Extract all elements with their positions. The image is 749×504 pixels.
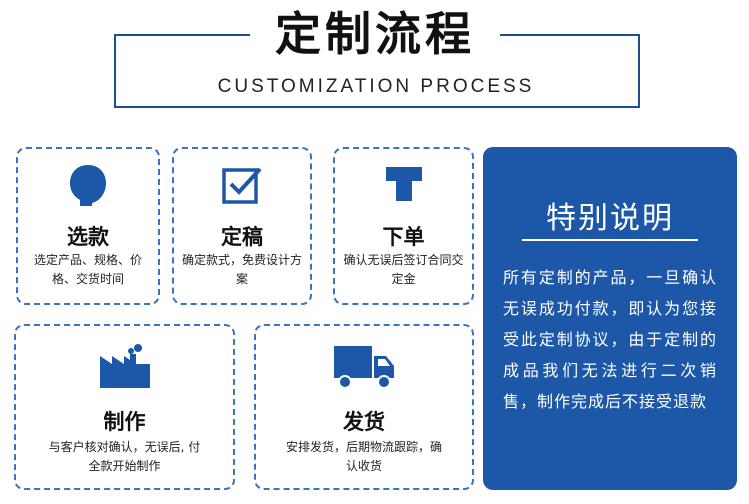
page-subtitle: CUSTOMIZATION PROCESS bbox=[217, 76, 535, 97]
truck-icon bbox=[334, 346, 394, 389]
step-desc: 确定款式，免费设计方案 bbox=[182, 253, 303, 286]
title-frame-top-right bbox=[500, 34, 638, 36]
step-card-finalize: 定稿 确定款式，免费设计方案 bbox=[172, 147, 312, 305]
factory-icon bbox=[99, 344, 150, 388]
special-note-panel: 特别说明 所有定制的产品，一旦确认无误成功付款，即认为您接受此定制协议，由于定制… bbox=[483, 147, 737, 490]
checkbox-icon bbox=[222, 167, 262, 204]
step-desc: 安排发货，后期物流跟踪，确认收货 bbox=[285, 440, 442, 473]
step-name: 定稿 bbox=[221, 225, 263, 249]
step-card-order: 下单 确认无误后签订合同交定金 bbox=[333, 147, 474, 305]
step-name: 制作 bbox=[103, 410, 146, 434]
step-name: 下单 bbox=[382, 225, 425, 249]
step-name: 发货 bbox=[343, 410, 385, 434]
step-name: 选款 bbox=[67, 225, 109, 249]
circle-head-icon bbox=[70, 165, 106, 206]
step-card-ship: 发货 安排发货，后期物流跟踪，确认收货 bbox=[254, 324, 474, 490]
title-frame bbox=[114, 34, 640, 108]
tray-icon bbox=[385, 167, 422, 201]
note-body: 所有定制的产品，一旦确认无误成功付款，即认为您接受此定制协议，由于定制的成品我们… bbox=[503, 268, 717, 411]
step-card-produce: 制作 与客户核对确认，无误后, 付全款开始制作 bbox=[14, 324, 235, 490]
note-divider bbox=[522, 239, 698, 241]
page-title: 定制流程 bbox=[275, 7, 475, 61]
step-desc: 确认无误后签订合同交定金 bbox=[343, 253, 464, 286]
step-desc: 与客户核对确认，无误后, 付全款开始制作 bbox=[48, 440, 201, 473]
step-card-select: 选款 选定产品、规格、价格、交货时间 bbox=[16, 147, 160, 305]
note-title: 特别说明 bbox=[546, 201, 674, 236]
title-frame-top-left bbox=[114, 34, 250, 36]
step-desc: 选定产品、规格、价格、交货时间 bbox=[33, 253, 142, 286]
